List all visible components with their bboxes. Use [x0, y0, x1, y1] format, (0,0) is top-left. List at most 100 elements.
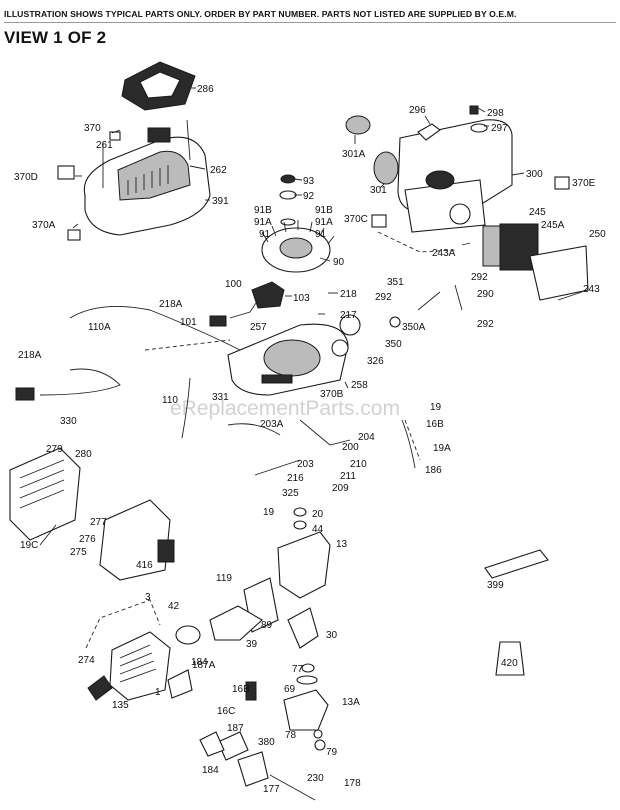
- part-200-linkage: [299, 419, 351, 446]
- part-label: 16C: [217, 706, 235, 717]
- part-label: 296: [409, 105, 426, 116]
- part-label: 297: [491, 123, 508, 134]
- part-77-seal: [301, 663, 315, 673]
- part-296-fitting: [417, 123, 441, 141]
- part-label: 286: [197, 84, 214, 95]
- part-label: 292: [477, 319, 494, 330]
- part-label: 19: [263, 507, 275, 518]
- part-274-outline: [85, 599, 161, 649]
- part-label: 216: [287, 473, 304, 484]
- part-290-fuel-line: [454, 284, 463, 311]
- part-370E-decal: [554, 176, 570, 190]
- part-label: 211: [340, 471, 356, 482]
- part-label: 300: [526, 169, 543, 180]
- part-391-air-cleaner-cover: [83, 136, 211, 236]
- part-label: 19: [430, 402, 442, 413]
- part-399-grease-tube: [484, 549, 549, 579]
- part-label: 350A: [402, 322, 426, 333]
- part-label: 19C: [20, 540, 38, 551]
- part-label: 119: [216, 573, 232, 584]
- part-label: 331: [212, 392, 229, 403]
- part-label: 399: [487, 580, 504, 591]
- part-92-washer: [279, 190, 297, 200]
- part-label: 203: [297, 459, 314, 470]
- part-297-cap: [470, 123, 488, 133]
- part-label: 78: [285, 730, 297, 741]
- part-label: 69: [284, 684, 296, 695]
- part-label: 245: [529, 207, 546, 218]
- part-label: 420: [501, 658, 518, 669]
- part-label: 30: [326, 630, 338, 641]
- part-label: 218: [340, 289, 357, 300]
- part-label: 13: [336, 539, 348, 550]
- part-label: 91A: [315, 217, 333, 228]
- part-42-rings: [175, 625, 201, 645]
- part-label: 100: [225, 279, 242, 290]
- part-label: 370B: [320, 389, 344, 400]
- part-110-lead: [181, 377, 191, 439]
- part-label: 243A: [432, 248, 456, 259]
- view-title: VIEW 1 OF 2: [4, 28, 107, 47]
- part-label: 274: [78, 655, 95, 666]
- part-label: 13A: [342, 697, 360, 708]
- part-label: 91A: [254, 217, 272, 228]
- part-label: 200: [342, 442, 359, 453]
- part-90-flywheel: [261, 220, 335, 273]
- part-44-seal: [293, 520, 307, 530]
- part-100-ignition-module: [251, 281, 285, 309]
- part-275-muffler: [99, 499, 171, 581]
- part-186-rod: [401, 419, 416, 469]
- header-divider: [4, 22, 616, 23]
- part-262-screw: [186, 119, 191, 161]
- part-label: 391: [212, 196, 229, 207]
- part-93-nut: [280, 174, 296, 184]
- part-286-filter-element: [121, 61, 196, 111]
- part-label: 218A: [159, 299, 183, 310]
- part-label: 370D: [14, 172, 38, 183]
- part-label: 42: [168, 601, 180, 612]
- part-label: 279: [46, 444, 63, 455]
- part-label: 203A: [260, 419, 284, 430]
- part-280-muffler-shield: [9, 447, 81, 541]
- part-380-throttle: [237, 751, 269, 787]
- part-label: 91: [315, 229, 327, 240]
- part-label: 19A: [433, 443, 451, 454]
- part-label: 280: [75, 449, 92, 460]
- part-label: 204: [358, 432, 375, 443]
- part-label: 230: [307, 773, 324, 784]
- part-label: 90: [333, 257, 345, 268]
- part-391-bracket: [147, 127, 171, 143]
- part-69-gasket: [296, 675, 318, 685]
- part-label: 325: [282, 488, 299, 499]
- part-370A-decal: [67, 229, 81, 241]
- part-label: 262: [210, 165, 227, 176]
- part-label: 3: [145, 592, 151, 603]
- part-label: 350: [385, 339, 402, 350]
- part-101-boot: [209, 315, 227, 327]
- part-330-harness: [39, 368, 121, 396]
- part-label: 243: [583, 284, 600, 295]
- part-label: 292: [471, 272, 488, 283]
- part-label: 210: [350, 459, 367, 470]
- part-label: 44: [312, 524, 324, 535]
- part-label: 301A: [342, 149, 366, 160]
- part-label: 110: [162, 395, 178, 406]
- part-label: 245A: [541, 220, 565, 231]
- part-370-decal: [109, 131, 121, 141]
- part-13A-carburetor: [283, 689, 329, 731]
- part-39-piston: [209, 605, 263, 641]
- part-19C-screw: [39, 524, 57, 546]
- part-label: 370A: [32, 220, 56, 231]
- part-101-wire: [229, 299, 259, 319]
- assembly-line-1: [144, 339, 231, 351]
- part-label: 218A: [18, 350, 42, 361]
- part-label: 326: [367, 356, 384, 367]
- part-label: 277: [90, 517, 107, 528]
- part-110A-cable: [69, 306, 241, 351]
- part-label: 92: [303, 191, 315, 202]
- part-label: 416: [136, 560, 153, 571]
- header-notice: ILLUSTRATION SHOWS TYPICAL PARTS ONLY. O…: [4, 9, 517, 19]
- part-301-fuel-cap: [373, 151, 399, 185]
- part-label: 187A: [192, 660, 216, 671]
